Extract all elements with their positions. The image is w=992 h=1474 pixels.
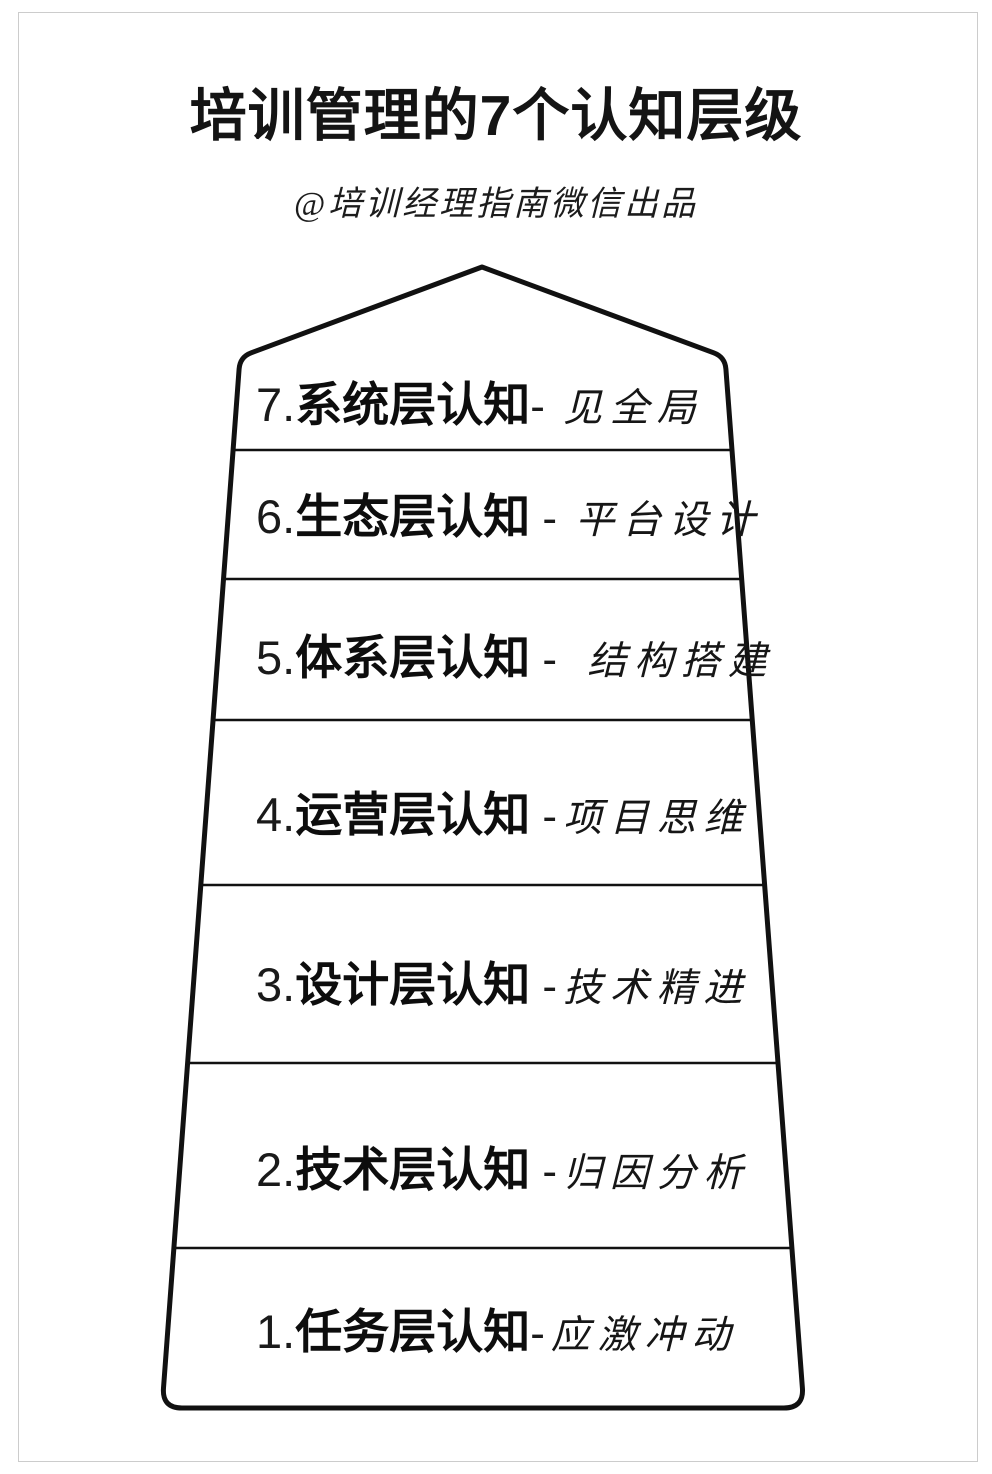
level-name: 技术层认知	[295, 1143, 531, 1196]
level-name: 体系层认知	[295, 631, 531, 684]
level-note: 项目思维	[563, 797, 751, 840]
level-5: 5.体系层认知 - 结构搭建	[256, 626, 775, 690]
level-separator: -	[530, 962, 558, 1011]
level-name: 设计层认知	[295, 958, 531, 1011]
level-note: 应激冲动	[550, 1314, 739, 1357]
level-separator: -	[530, 635, 570, 684]
level-separator: -	[530, 494, 570, 543]
page-title: 培训管理的7个认知层级	[189, 84, 803, 148]
level-note: 技术精进	[563, 967, 751, 1010]
level-number: 7.	[256, 378, 296, 431]
level-3: 3.设计层认知 -技术精进	[256, 953, 750, 1017]
level-2: 2.技术层认知 -归因分析	[256, 1138, 750, 1202]
level-separator: -	[530, 382, 558, 431]
level-number: 6.	[256, 490, 296, 543]
level-name: 系统层认知	[295, 378, 531, 431]
level-number: 2.	[256, 1143, 296, 1196]
level-separator: -	[530, 1309, 545, 1358]
level-note: 见全局	[563, 387, 704, 430]
level-number: 4.	[256, 788, 296, 841]
level-name: 生态层认知	[295, 490, 531, 543]
level-note: 归因分析	[563, 1152, 751, 1195]
level-number: 5.	[256, 631, 296, 684]
level-number: 1.	[256, 1305, 296, 1358]
level-4: 4.运营层认知 -项目思维	[256, 783, 750, 847]
level-note: 结构搭建	[587, 640, 775, 683]
level-separator: -	[530, 1147, 558, 1196]
level-note: 平台设计	[575, 499, 763, 542]
level-7: 7.系统层认知- 见全局	[256, 373, 704, 437]
level-number: 3.	[256, 958, 296, 1011]
level-separator: -	[530, 792, 558, 841]
level-6: 6.生态层认知 - 平台设计	[256, 485, 763, 549]
level-name: 运营层认知	[295, 788, 531, 841]
pyramid-outline	[160, 264, 805, 1411]
page-subtitle: @培训经理指南微信出品	[293, 186, 699, 223]
level-name: 任务层认知	[295, 1305, 531, 1358]
level-1: 1.任务层认知-应激冲动	[256, 1300, 738, 1364]
